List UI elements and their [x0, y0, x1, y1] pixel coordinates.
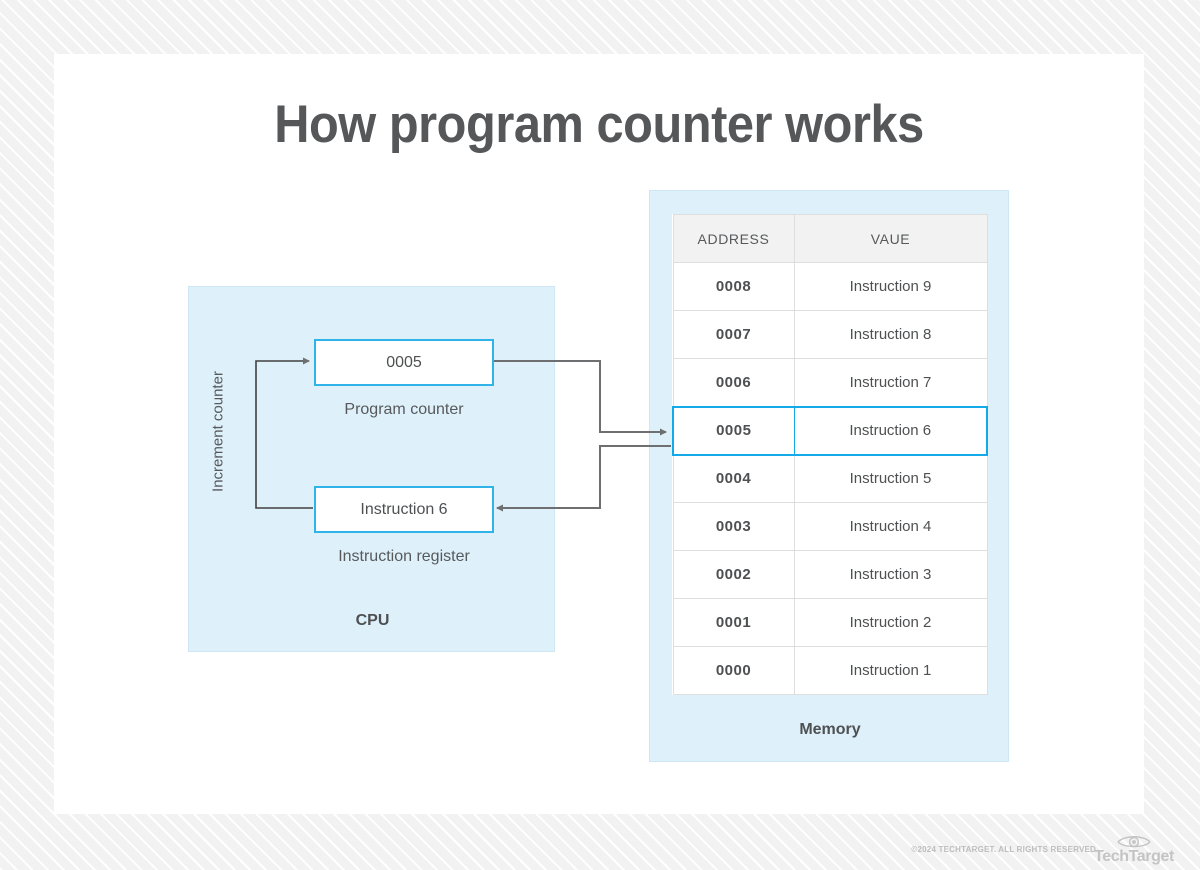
- memory-cell-value: Instruction 1: [793, 646, 988, 695]
- instruction-register-caption: Instruction register: [338, 548, 470, 565]
- eye-icon: [1117, 835, 1151, 847]
- instruction-register-box: Instruction 6: [314, 486, 494, 533]
- program-counter-value: 0005: [386, 353, 422, 371]
- techtarget-wordmark: TechTarget: [1094, 847, 1174, 865]
- increment-counter-label: Increment counter: [209, 371, 227, 492]
- memory-cell-address: 0003: [672, 502, 795, 551]
- memory-cell-address: 0005: [672, 405, 795, 456]
- memory-cell-value: Instruction 6: [794, 405, 988, 456]
- memory-cell-address: 0006: [672, 358, 795, 407]
- memory-table-header-row: ADDRESS VAUE: [672, 214, 988, 263]
- memory-cell-address: 0002: [672, 550, 795, 599]
- cpu-panel: 0005 Program counter Instruction 6 Instr…: [188, 286, 555, 652]
- memory-cell-value: Instruction 5: [793, 454, 988, 503]
- memory-cell-value: Instruction 7: [793, 358, 988, 407]
- memory-cell-address: 0000: [672, 646, 795, 695]
- program-counter-caption: Program counter: [344, 401, 464, 418]
- column-header-value: VAUE: [793, 214, 988, 263]
- page-title: How program counter works: [274, 95, 924, 154]
- memory-cell-value: Instruction 3: [793, 550, 988, 599]
- cpu-label: CPU: [355, 612, 390, 629]
- copyright-text: ©2024 TECHTARGET. ALL RIGHTS RESERVED: [911, 844, 1096, 854]
- memory-cell-value: Instruction 8: [793, 310, 988, 359]
- memory-cell-address: 0007: [672, 310, 795, 359]
- program-counter-box: 0005: [314, 339, 494, 386]
- memory-cell-value: Instruction 9: [793, 262, 988, 311]
- memory-cell-address: 0008: [672, 262, 795, 311]
- techtarget-logo: TechTarget: [1094, 834, 1174, 865]
- memory-cell-value: Instruction 2: [793, 598, 988, 647]
- memory-label: Memory: [799, 721, 861, 738]
- content-card: How program counter works 0005 Program c…: [54, 54, 1144, 814]
- instruction-register-value: Instruction 6: [360, 500, 448, 518]
- memory-cell-address: 0004: [672, 454, 795, 503]
- footer: ©2024 TECHTARGET. ALL RIGHTS RESERVED Te…: [0, 828, 1200, 870]
- column-header-address: ADDRESS: [672, 214, 795, 263]
- memory-cell-address: 0001: [672, 598, 795, 647]
- memory-cell-value: Instruction 4: [793, 502, 988, 551]
